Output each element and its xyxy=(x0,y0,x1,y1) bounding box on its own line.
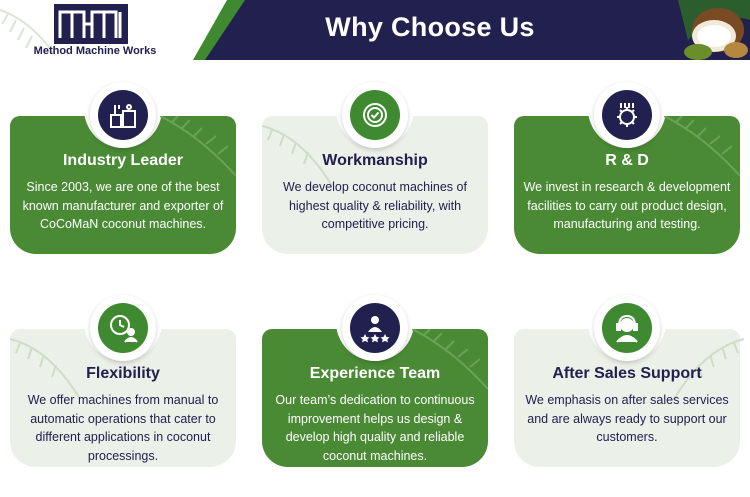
palm-leaf-decoration xyxy=(0,9,56,56)
support-headset-icon xyxy=(594,295,660,361)
logo-icon xyxy=(54,4,128,44)
card-title: Flexibility xyxy=(86,365,160,382)
card-text: We invest in research & development faci… xyxy=(523,180,731,231)
card-title: After Sales Support xyxy=(552,365,702,382)
quality-badge-icon xyxy=(342,82,408,148)
header: Method Machine Works Why Choose Us xyxy=(0,0,750,60)
card-text: We offer machines from manual to automat… xyxy=(27,393,219,463)
card-title: Industry Leader xyxy=(62,152,184,169)
clock-person-icon xyxy=(90,295,156,361)
card-text: Since 2003, we are one of the best known… xyxy=(22,180,224,231)
team-star-icon xyxy=(342,295,408,361)
card-title: R & D xyxy=(605,152,649,169)
coconut-image xyxy=(678,0,750,60)
card-title: Workmanship xyxy=(322,152,428,169)
page-title: Why Choose Us xyxy=(325,12,535,42)
card-title: Experience Team xyxy=(309,365,441,382)
card-text: We develop coconut machines of highest q… xyxy=(283,180,467,231)
header-band xyxy=(205,0,750,60)
logo-text: Method Machine Works xyxy=(33,45,157,57)
card-text: Our team’s dedication to continuous impr… xyxy=(275,393,475,463)
card-text: We emphasis on after sales services and … xyxy=(525,393,729,444)
gear-rnd-icon xyxy=(594,82,660,148)
factory-icon xyxy=(90,82,156,148)
